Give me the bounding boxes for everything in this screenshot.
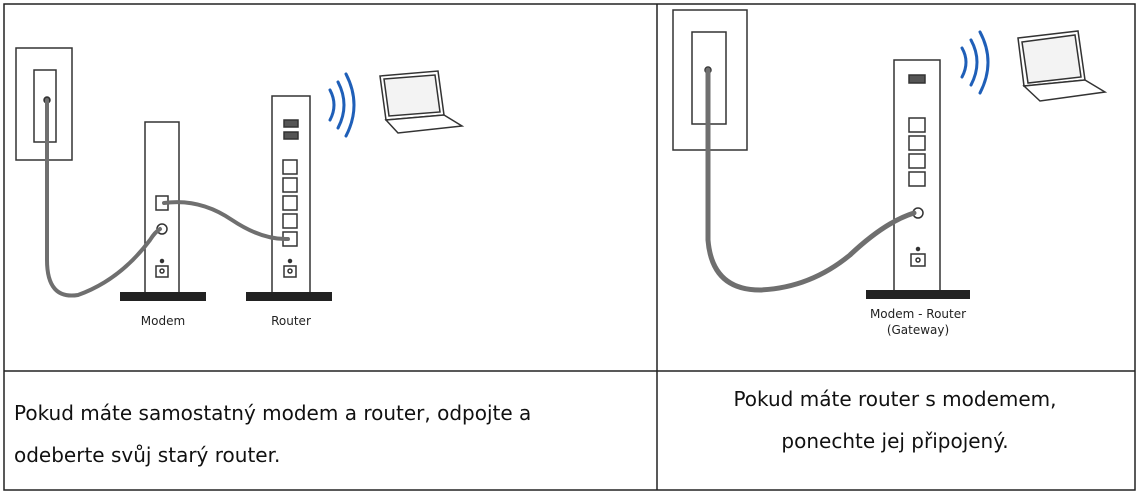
right-cable [705,67,917,293]
left-cables [45,98,290,298]
right-diagram: Modem - Router (Gateway) [672,9,1108,337]
right-caption-line1: Pokud máte router s modemem, [733,387,1057,411]
right-caption-line2: ponechte jej připojený. [781,429,1009,453]
modem-label: Modem [141,314,185,328]
left-caption: Pokud máte samostatný modem a router, od… [14,392,664,476]
gateway-label-line1: Modem - Router [870,307,966,321]
laptop-icon [379,70,465,134]
wifi-icon [328,72,356,138]
gateway-device [866,59,970,299]
modem-device [120,121,206,301]
table-borders [3,3,1136,491]
router-device [246,95,332,301]
wifi-icon [960,30,990,95]
laptop-icon [1017,30,1108,102]
gateway-label-line2: (Gateway) [887,323,949,337]
right-caption: Pokud máte router s modemem, ponechte je… [660,378,1130,462]
router-label: Router [271,314,311,328]
left-diagram: Modem Router [15,47,465,328]
left-caption-line1: Pokud máte samostatný modem a router, od… [14,401,532,425]
left-caption-line2: odeberte svůj starý router. [14,443,281,467]
wall-outlet [15,47,73,161]
